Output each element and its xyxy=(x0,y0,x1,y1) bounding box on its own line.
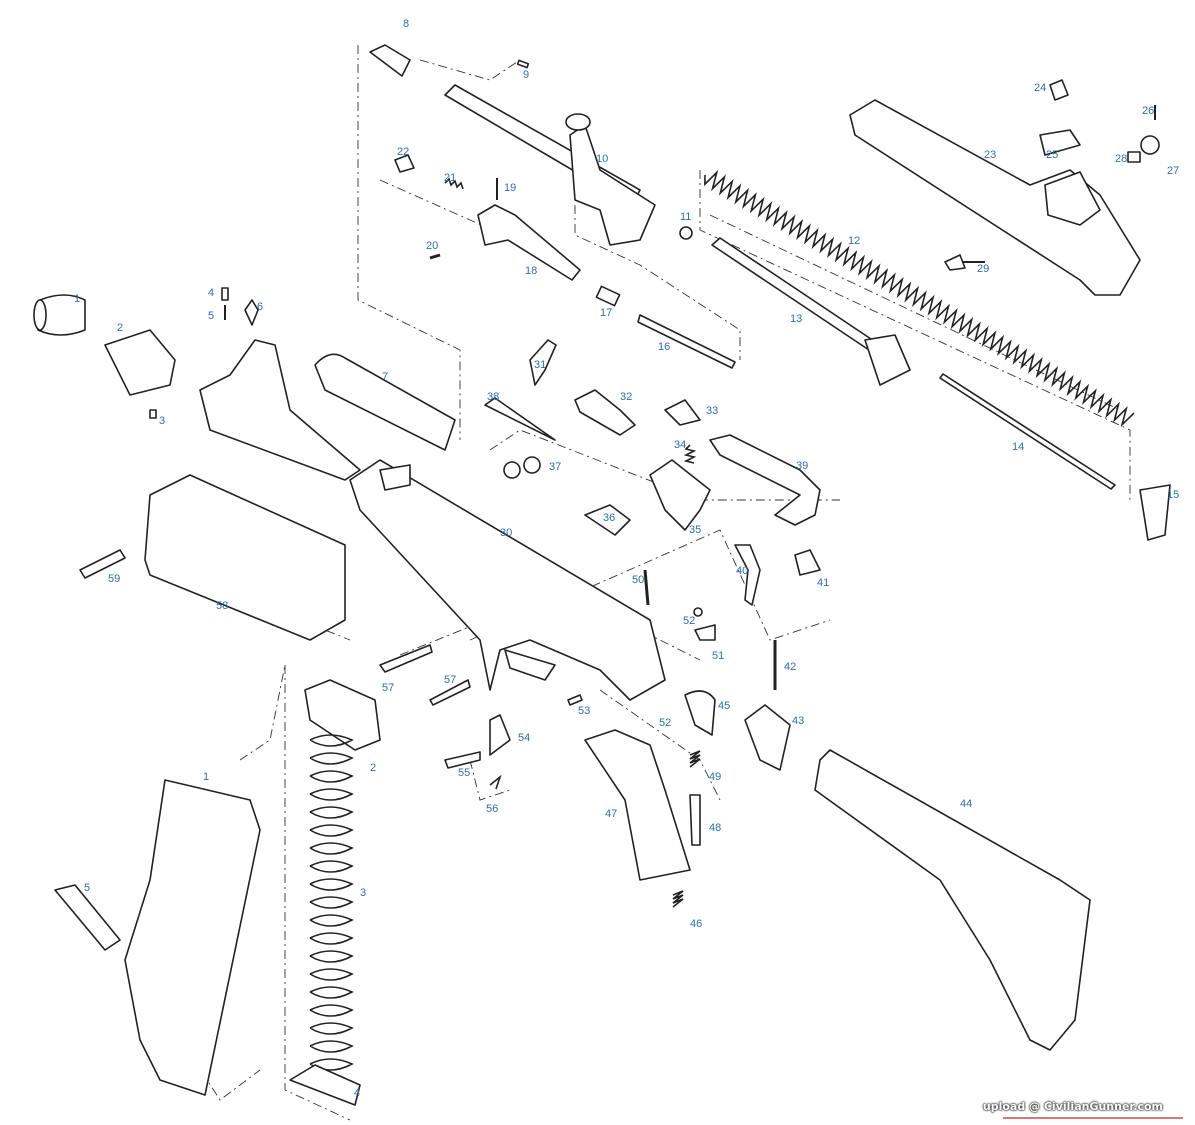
part-label-3: 3 xyxy=(159,415,165,427)
part-label-57: 57 xyxy=(444,674,456,686)
gas-cylinder xyxy=(314,353,456,451)
upper-parts xyxy=(369,44,736,369)
part-label-38: 38 xyxy=(487,391,499,403)
part-label-39: 39 xyxy=(796,460,808,472)
guide-rod xyxy=(939,373,1116,490)
part-label-25: 25 xyxy=(1046,149,1058,161)
part-label-18: 18 xyxy=(525,265,537,277)
part-label-4: 4 xyxy=(208,287,214,299)
front-sight-block xyxy=(199,339,361,481)
part-label-52: 52 xyxy=(659,717,671,729)
folding-stock xyxy=(814,749,1091,1051)
part-label-41: 41 xyxy=(817,577,829,589)
magazine xyxy=(54,679,381,1106)
part-label-31: 31 xyxy=(534,359,546,371)
part-label-4: 4 xyxy=(354,1087,360,1099)
grip-stock xyxy=(379,644,1091,1051)
part-label-32: 32 xyxy=(620,391,632,403)
part-label-52: 52 xyxy=(683,615,695,627)
part-label-6: 6 xyxy=(257,301,263,313)
part-label-1: 1 xyxy=(74,293,80,305)
part-label-50: 50 xyxy=(632,574,644,586)
watermark: upload @ CivilianGunner.com xyxy=(982,1100,1163,1113)
part-label-10: 10 xyxy=(596,153,608,165)
part-label-51: 51 xyxy=(712,650,724,662)
trigger-group xyxy=(484,339,821,690)
part-label-15: 15 xyxy=(1167,489,1179,501)
part-label-7: 7 xyxy=(382,371,388,383)
part-label-23: 23 xyxy=(984,149,996,161)
part-label-21: 21 xyxy=(444,172,456,184)
receiver xyxy=(349,459,666,701)
front-parts xyxy=(33,287,456,481)
receiver-cover xyxy=(849,79,1160,296)
part-label-57: 57 xyxy=(382,682,394,694)
part-label-2: 2 xyxy=(117,322,123,334)
part-label-9: 9 xyxy=(523,69,529,81)
part-label-2: 2 xyxy=(370,762,376,774)
part-label-24: 24 xyxy=(1034,82,1046,94)
part-label-20: 20 xyxy=(426,240,438,252)
part-label-33: 33 xyxy=(706,405,718,417)
part-label-19: 19 xyxy=(504,182,516,194)
part-label-14: 14 xyxy=(1012,441,1024,453)
part-label-42: 42 xyxy=(784,661,796,673)
part-label-53: 53 xyxy=(578,705,590,717)
part-label-35: 35 xyxy=(689,524,701,536)
watermark-underline xyxy=(1003,1117,1183,1119)
part-label-48: 48 xyxy=(709,822,721,834)
part-label-45: 45 xyxy=(718,700,730,712)
part-label-11: 11 xyxy=(680,211,691,223)
part-label-28: 28 xyxy=(1115,153,1127,165)
part-label-5: 5 xyxy=(84,882,90,894)
part-label-37: 37 xyxy=(549,461,561,473)
pistol-grip xyxy=(584,729,691,881)
part-label-43: 43 xyxy=(792,715,804,727)
part-label-40: 40 xyxy=(736,565,748,577)
part-label-5: 5 xyxy=(208,310,214,322)
part-label-46: 46 xyxy=(690,918,702,930)
part-label-27: 27 xyxy=(1167,165,1179,177)
part-label-22: 22 xyxy=(397,146,409,158)
part-label-44: 44 xyxy=(960,798,972,810)
part-label-54: 54 xyxy=(518,732,530,744)
bolt xyxy=(477,204,581,281)
part-label-59: 59 xyxy=(108,573,120,585)
magazine-spring xyxy=(309,734,354,1071)
part-label-13: 13 xyxy=(790,313,802,325)
part-label-49: 49 xyxy=(709,771,721,783)
part-label-56: 56 xyxy=(486,803,498,815)
part-label-16: 16 xyxy=(658,341,670,353)
part-label-29: 29 xyxy=(977,263,989,275)
part-label-55: 55 xyxy=(458,767,470,779)
part-label-30: 30 xyxy=(500,527,512,539)
part-label-3: 3 xyxy=(360,887,366,899)
part-label-8: 8 xyxy=(403,18,409,30)
part-label-12: 12 xyxy=(848,235,860,247)
recoil-spring xyxy=(704,169,1135,428)
part-label-36: 36 xyxy=(603,512,615,524)
part-label-34: 34 xyxy=(674,439,686,451)
part-label-1: 1 xyxy=(203,771,209,783)
part-label-17: 17 xyxy=(600,307,612,319)
part-label-26: 26 xyxy=(1142,105,1154,117)
part-label-58: 58 xyxy=(216,600,228,612)
handguard xyxy=(144,474,346,641)
part-label-47: 47 xyxy=(605,808,617,820)
part-labels: 8910112221192018171612131415232425262728… xyxy=(74,18,1179,1099)
flash-hider xyxy=(369,44,411,77)
